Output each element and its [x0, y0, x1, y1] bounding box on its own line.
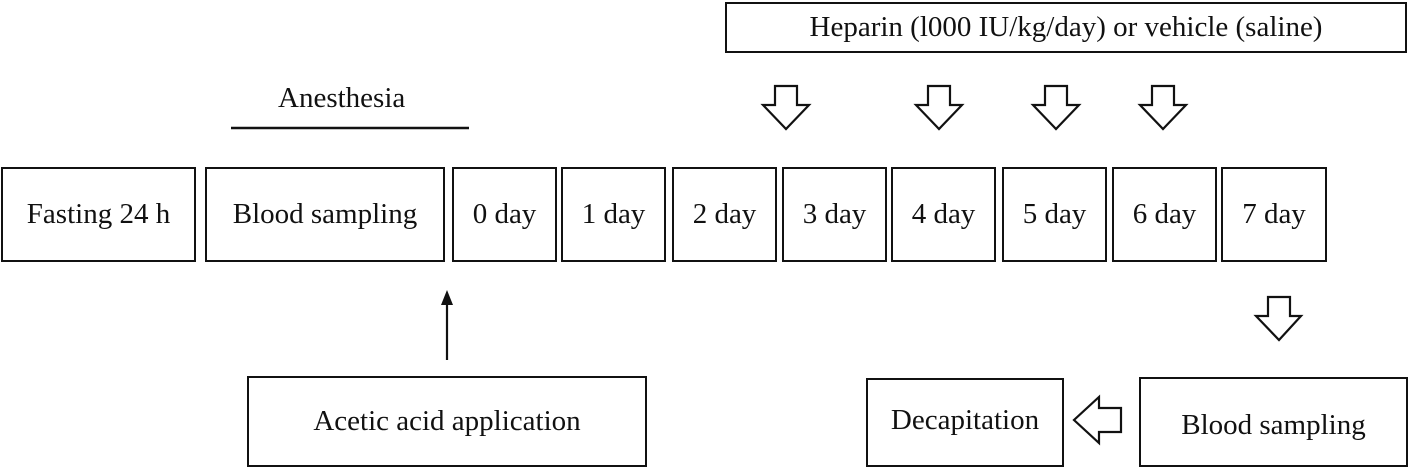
acetic-acid-label: Acetic acid application [313, 405, 581, 437]
timeline-label: 4 day [911, 198, 976, 230]
timeline-box-day-1: 1 day [561, 167, 666, 262]
timeline-label: Fasting 24 h [26, 198, 171, 230]
timeline-box-day-7: 7 day [1221, 167, 1327, 262]
heparin-arrow-day-6 [1137, 84, 1189, 131]
timeline-box-day-3: 3 day [782, 167, 887, 262]
timeline-box-day-0: 0 day [452, 167, 557, 262]
timeline-label: 2 day [692, 198, 757, 230]
timeline-label: 6 day [1132, 198, 1197, 230]
timeline-label: 7 day [1242, 198, 1306, 230]
timeline-label: 3 day [802, 198, 867, 230]
acetic-acid-arrow-head [441, 290, 453, 305]
heparin-label: Heparin (l000 IU/kg/day) or vehicle (sal… [809, 11, 1323, 43]
timeline-box-day-4: 4 day [891, 167, 996, 262]
timeline-box-day-2: 2 day [672, 167, 777, 262]
timeline-box-fasting: Fasting 24 h [1, 167, 196, 262]
heparin-box: Heparin (l000 IU/kg/day) or vehicle (sal… [725, 2, 1407, 53]
heparin-arrow-day-5 [1030, 84, 1082, 131]
acetic-acid-box: Acetic acid application [247, 376, 647, 467]
day-7-down-arrow [1253, 295, 1304, 342]
timeline-label: 1 day [581, 198, 646, 230]
timeline-box-day-6: 6 day [1112, 167, 1217, 262]
heparin-arrow-day-3 [760, 84, 812, 131]
timeline-label: 0 day [472, 198, 537, 230]
final-blood-sampling-box: Blood sampling [1139, 377, 1408, 467]
decapitation-box: Decapitation [866, 378, 1064, 467]
final-blood-sampling-label: Blood sampling [1181, 408, 1366, 441]
heparin-arrow-day-4 [913, 84, 965, 131]
anesthesia-label: Anesthesia [278, 82, 406, 114]
decapitation-label: Decapitation [890, 404, 1040, 436]
timeline-label: Blood sampling [232, 198, 418, 230]
timeline-box-blood-sampling: Blood sampling [205, 167, 445, 262]
to-decapitation-arrow [1072, 394, 1123, 446]
timeline-label: 5 day [1022, 198, 1087, 230]
timeline-box-day-5: 5 day [1002, 167, 1107, 262]
